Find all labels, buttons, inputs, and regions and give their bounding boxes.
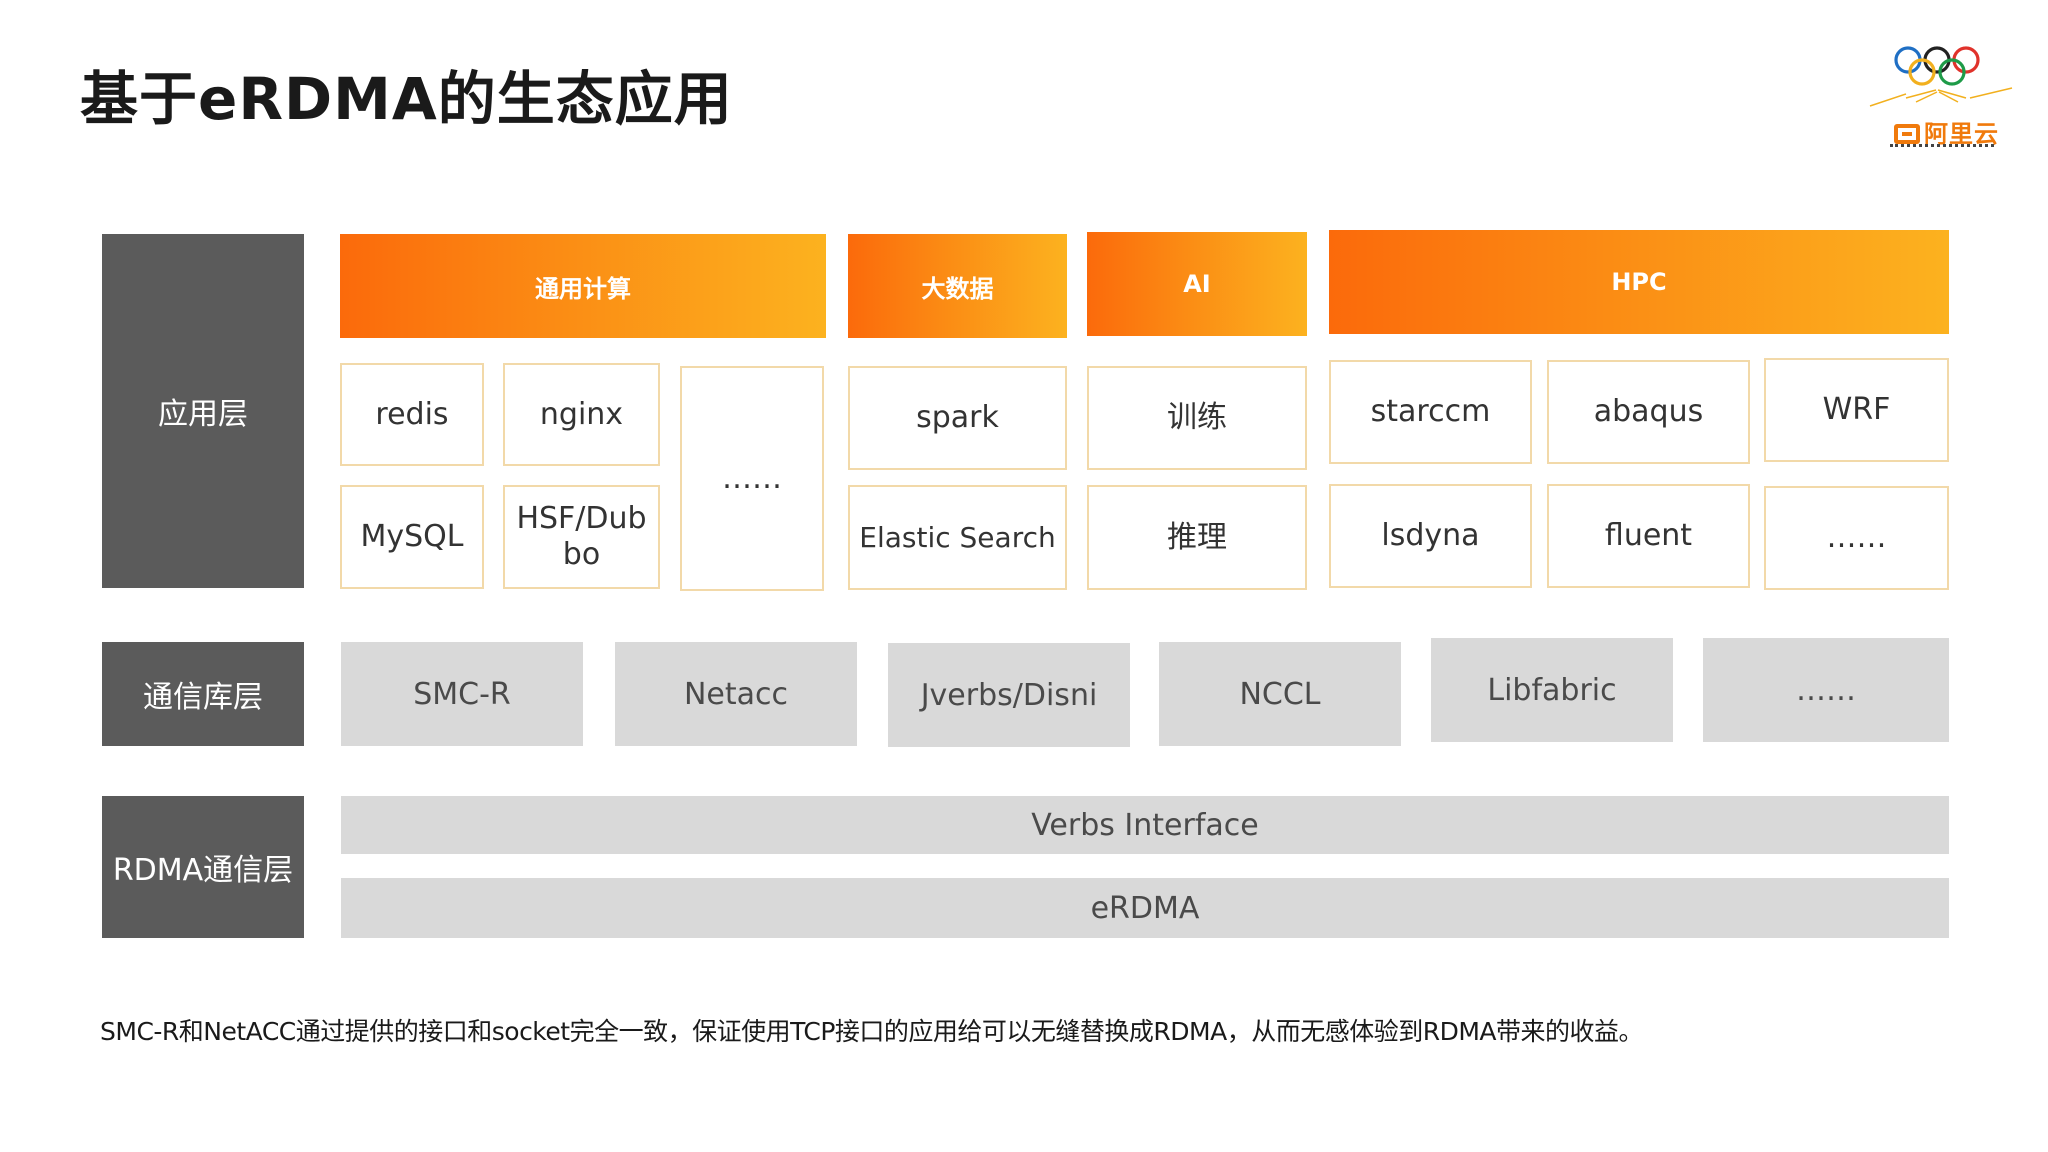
app-inference: 推理 bbox=[1087, 485, 1307, 590]
layer-label-rdma: RDMA通信层 bbox=[102, 796, 304, 938]
lib-jverbs-disni: Jverbs/Disni bbox=[888, 643, 1130, 747]
lib-netacc: Netacc bbox=[615, 642, 857, 746]
category-hpc: HPC bbox=[1329, 230, 1949, 334]
footnote: SMC-R和NetACC通过提供的接口和socket完全一致，保证使用TCP接口… bbox=[100, 1017, 1644, 1046]
lib-nccl: NCCL bbox=[1159, 642, 1401, 746]
app-redis: redis bbox=[340, 363, 484, 466]
app-spark: spark bbox=[848, 366, 1067, 470]
app-elastic-search: Elastic Search bbox=[848, 485, 1067, 590]
app-mysql: MySQL bbox=[340, 485, 484, 589]
app-fluent: fluent bbox=[1547, 484, 1750, 588]
lib-more: …… bbox=[1703, 638, 1949, 742]
logo-tagline bbox=[1890, 144, 1994, 151]
app-hsf-dubbo: HSF/Dubbo bbox=[503, 485, 660, 589]
olympic-rings-icon bbox=[1869, 46, 2013, 107]
aliyun-logo: 阿里云 bbox=[1866, 40, 2016, 160]
app-wrf: WRF bbox=[1764, 358, 1949, 462]
app-general-more: …… bbox=[680, 366, 824, 591]
aliyun-bracket-icon bbox=[1894, 124, 1920, 144]
app-nginx: nginx bbox=[503, 363, 660, 466]
layer-label-lib: 通信库层 bbox=[102, 642, 304, 746]
category-ai: AI bbox=[1087, 232, 1307, 336]
category-bigdata: 大数据 bbox=[848, 234, 1067, 338]
layer-label-app: 应用层 bbox=[102, 234, 304, 588]
page-title: 基于eRDMA的生态应用 bbox=[80, 65, 733, 133]
logo-text: 阿里云 bbox=[1924, 120, 1999, 148]
lib-libfabric: Libfabric bbox=[1431, 638, 1673, 742]
lib-smc-r: SMC-R bbox=[341, 642, 583, 746]
app-abaqus: abaqus bbox=[1547, 360, 1750, 464]
category-general-computing: 通用计算 bbox=[340, 234, 826, 338]
app-training: 训练 bbox=[1087, 366, 1307, 470]
rdma-verbs-interface: Verbs Interface bbox=[341, 796, 1949, 854]
app-starccm: starccm bbox=[1329, 360, 1532, 464]
app-hpc-more: …… bbox=[1764, 486, 1949, 590]
rdma-erdma: eRDMA bbox=[341, 878, 1949, 938]
app-lsdyna: lsdyna bbox=[1329, 484, 1532, 588]
